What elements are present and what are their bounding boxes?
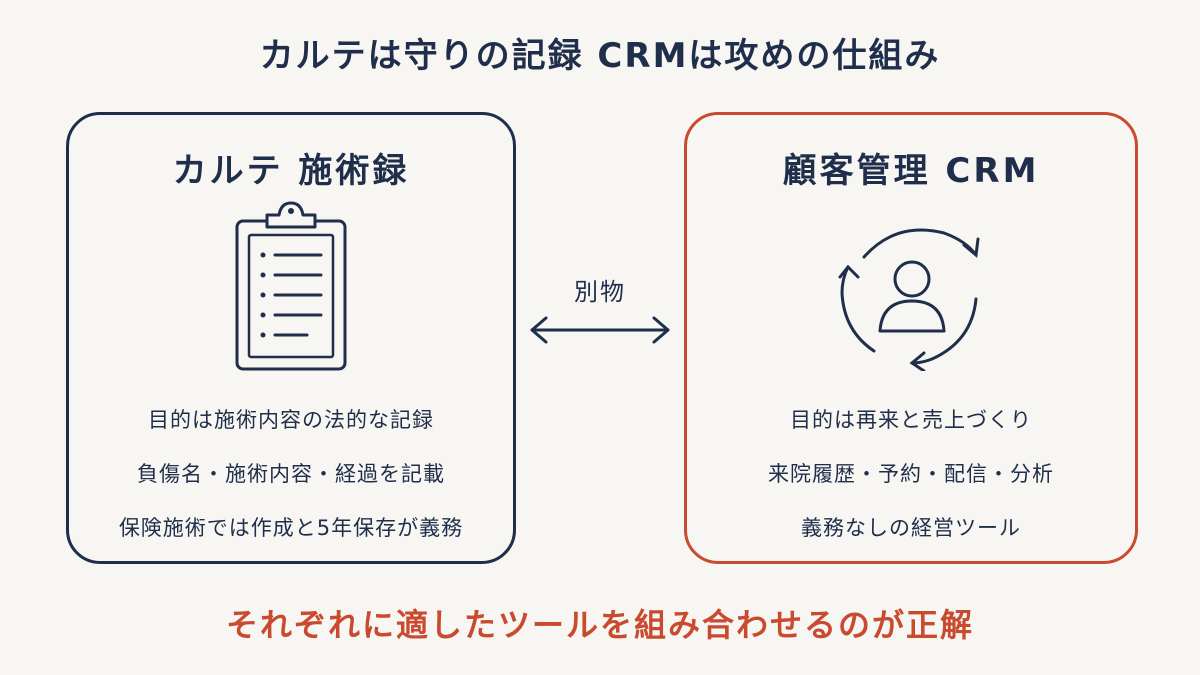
karte-line: 目的は施術内容の法的な記録 — [148, 408, 434, 432]
crm-panel: 顧客管理 CRM 目的は再来と売上づくり 来院履歴・予約・配信・分析 義務なしの… — [684, 112, 1138, 564]
clipboard-icon — [221, 199, 361, 379]
crm-line: 来院履歴・予約・配信・分析 — [768, 462, 1054, 486]
page-title: カルテは守りの記録 CRMは攻めの仕組み — [259, 36, 941, 76]
karte-panel: カルテ 施術録 目的は施術内容の法的な記録 負傷名・施術内容・経過を記載 保険施… — [66, 112, 516, 564]
crm-line: 目的は再来と売上づくり — [790, 408, 1032, 432]
karte-line: 保険施術では作成と5年保存が義務 — [118, 516, 464, 540]
karte-line: 負傷名・施術内容・経過を記載 — [137, 462, 445, 486]
crm-line: 義務なしの経営ツール — [801, 516, 1021, 540]
customer-cycle-icon — [826, 215, 996, 375]
comparison-connector: 別物 — [522, 266, 678, 356]
conclusion-text: それぞれに適したツールを組み合わせるのが正解 — [225, 606, 974, 644]
connector-label: 別物 — [574, 278, 626, 306]
crm-panel-title: 顧客管理 CRM — [782, 151, 1040, 191]
crm-description: 目的は再来と売上づくり 来院履歴・予約・配信・分析 義務なしの経営ツール — [687, 393, 1135, 555]
double-arrow-icon — [526, 312, 674, 352]
karte-panel-title: カルテ 施術録 — [172, 151, 410, 191]
karte-description: 目的は施術内容の法的な記録 負傷名・施術内容・経過を記載 保険施術では作成と5年… — [69, 393, 513, 555]
